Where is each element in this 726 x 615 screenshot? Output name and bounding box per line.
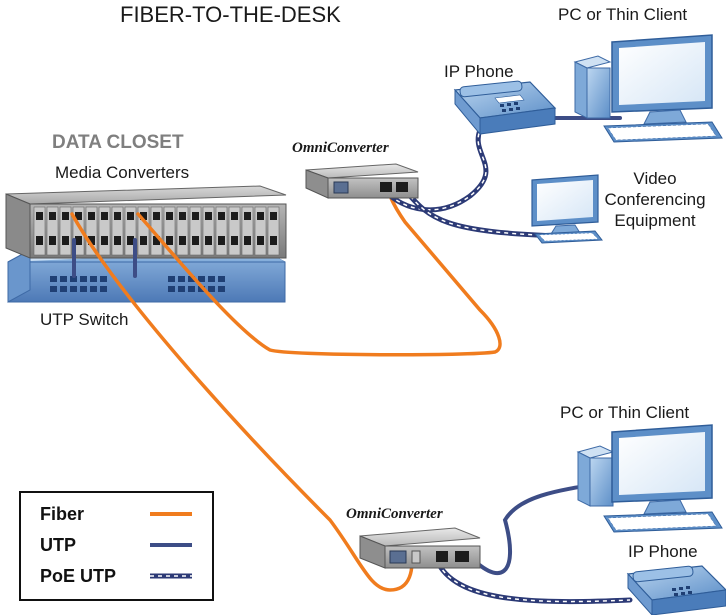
ip-phone-bottom-icon [626, 565, 726, 615]
ip-phone-top-icon [453, 80, 557, 136]
video-conferencing-icon [531, 174, 603, 244]
media-converters-label: Media Converters [55, 163, 189, 182]
pc-top-label: PC or Thin Client [558, 5, 687, 24]
utp-patch-cables [72, 238, 137, 278]
legend-utp-label: UTP [40, 535, 76, 555]
utp-cable-bottom-pc [464, 480, 612, 575]
pc-top-icon [573, 34, 723, 143]
omniconverter-bottom [359, 527, 481, 569]
video-label-line1: Video [633, 169, 676, 188]
pc-bottom-label: PC or Thin Client [560, 403, 689, 422]
omniconverter-top-label: OmniConverter [292, 140, 389, 156]
fiber-cable-top [136, 196, 502, 357]
fiber-cable-bottom [70, 212, 414, 592]
diagram-title: FIBER-TO-THE-DESK [120, 2, 341, 27]
pc-bottom-icon [576, 424, 723, 533]
legend: Fiber UTP PoE UTP [19, 491, 214, 601]
data-closet-heading: DATA CLOSET [52, 132, 184, 153]
ip-phone-bottom-label: IP Phone [628, 542, 698, 561]
legend-fiber-label: Fiber [40, 504, 84, 524]
poe-utp-cable-top-video [402, 187, 563, 239]
video-label-line2: Conferencing [604, 190, 705, 209]
ip-phone-top-label: IP Phone [444, 62, 514, 81]
legend-poe-label: PoE UTP [40, 566, 116, 586]
poe-utp-cable-top-phone [381, 115, 489, 213]
omniconverter-bottom-label: OmniConverter [346, 506, 443, 522]
poe-utp-cable-bottom-phone [432, 553, 633, 605]
video-label-line3: Equipment [614, 211, 696, 230]
utp-switch-label: UTP Switch [40, 310, 129, 329]
utp-switch [7, 249, 286, 303]
omniconverter-top [305, 163, 419, 199]
